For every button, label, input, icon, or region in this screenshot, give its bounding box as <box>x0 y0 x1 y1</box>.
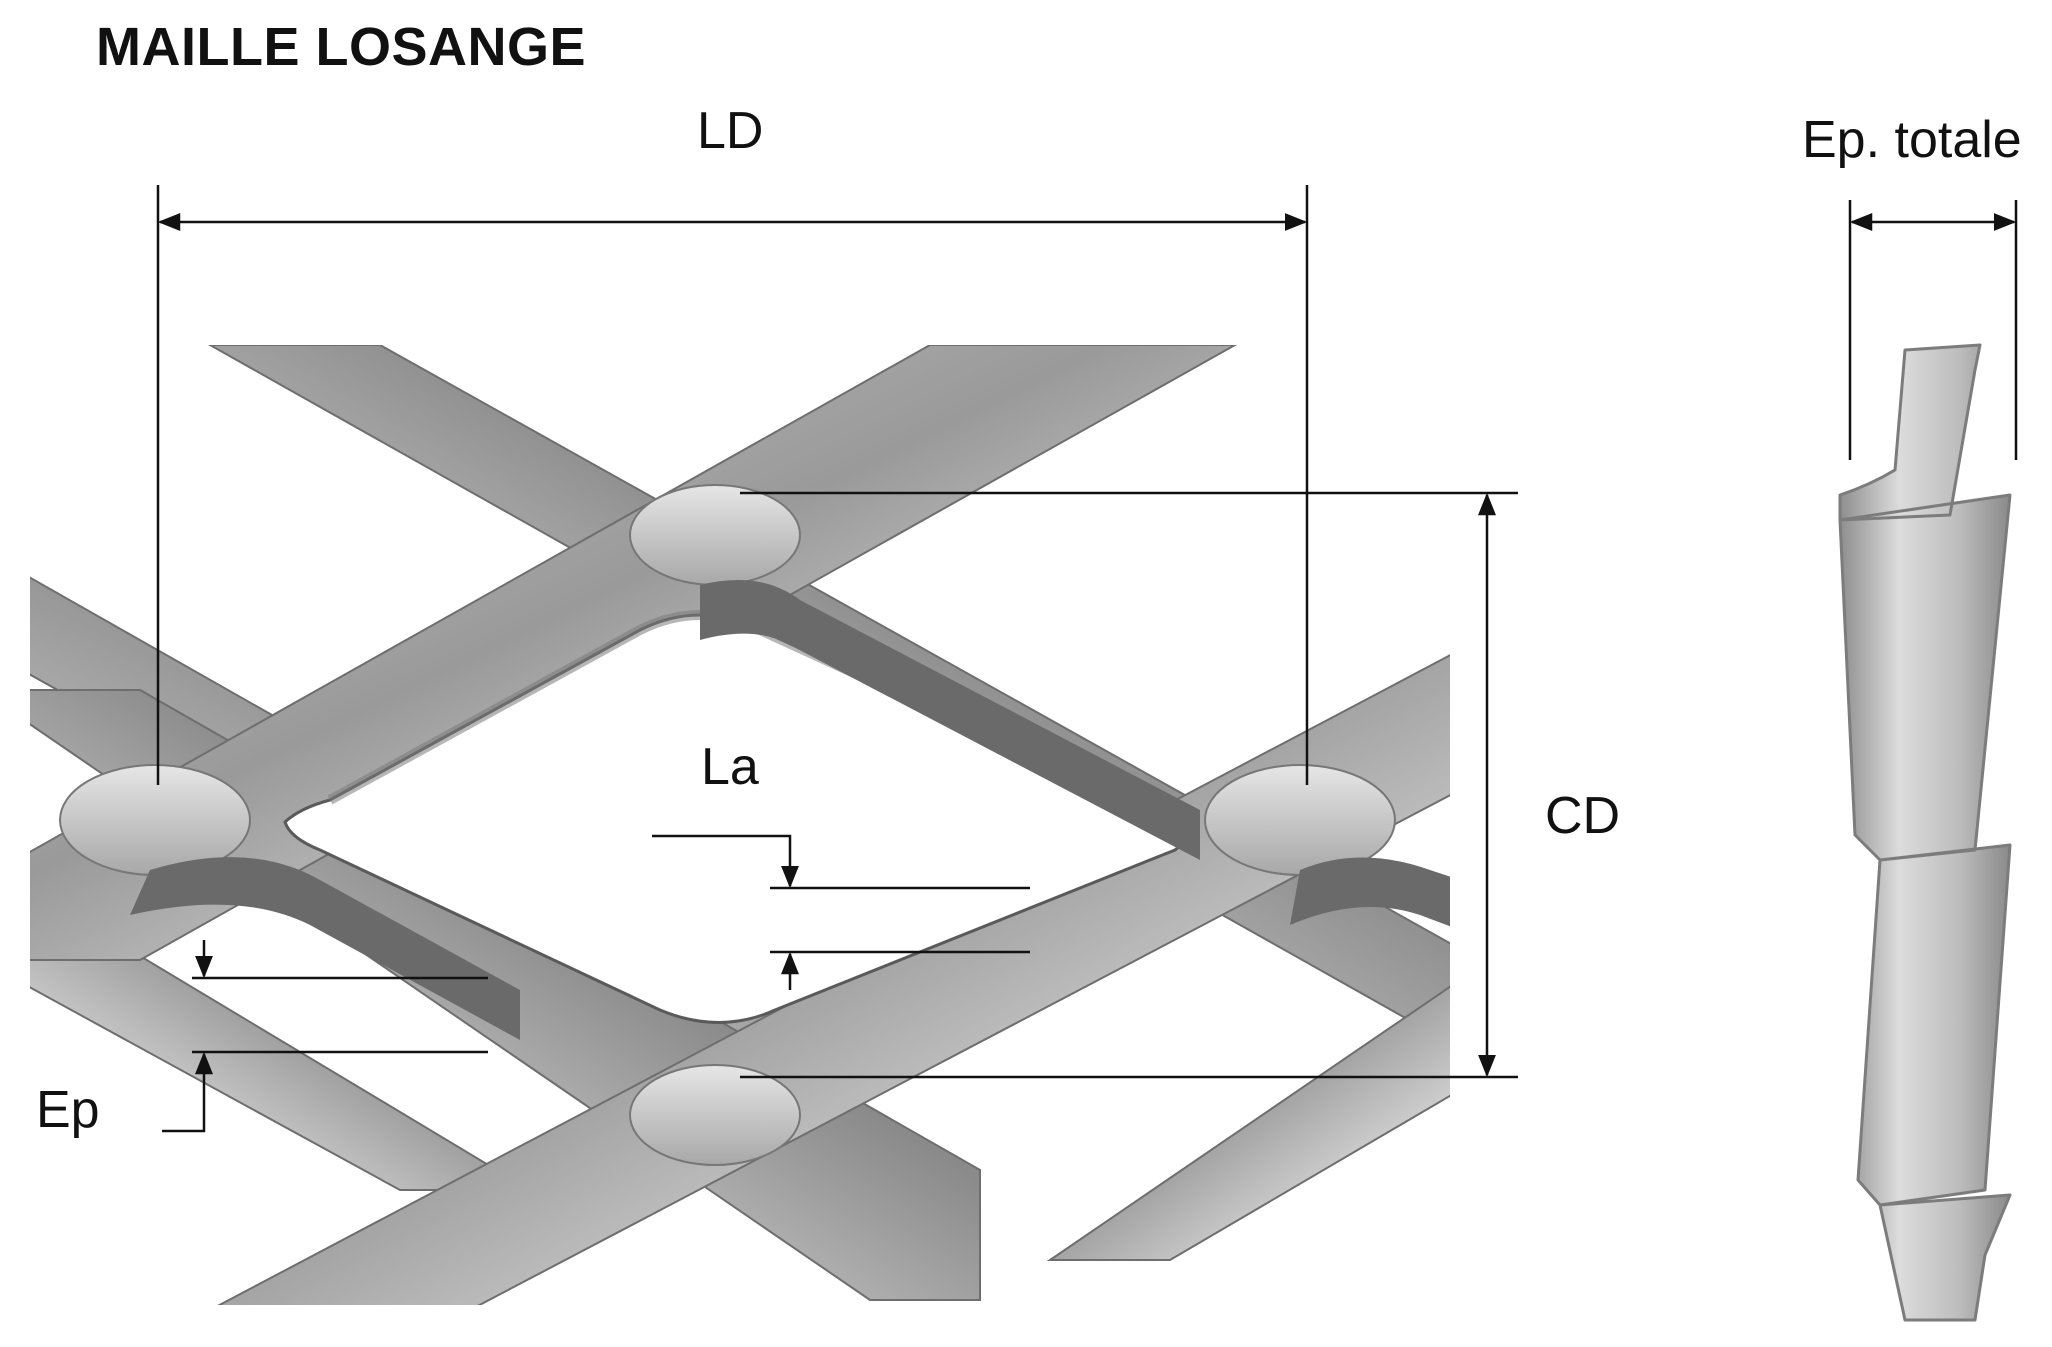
diagram-title: MAILLE LOSANGE <box>96 17 586 77</box>
mesh-thickness-edges <box>130 580 1450 1040</box>
mesh-nodes <box>59 484 1396 1166</box>
ep-leader <box>162 1051 213 1133</box>
mesh-profile-side-view <box>1838 343 2012 1322</box>
ep-totale-label: Ep. totale <box>1802 111 2022 169</box>
la-label: La <box>701 738 759 796</box>
mesh-node-bottom <box>629 1064 801 1166</box>
dimension-lines <box>156 185 2018 1133</box>
ep-label: Ep <box>36 1081 100 1139</box>
cd-label: CD <box>1545 787 1621 845</box>
mesh-node-top <box>629 484 801 586</box>
la-leader <box>652 834 799 889</box>
expanded-metal-mesh <box>30 345 1450 1305</box>
ld-label: LD <box>697 102 764 160</box>
